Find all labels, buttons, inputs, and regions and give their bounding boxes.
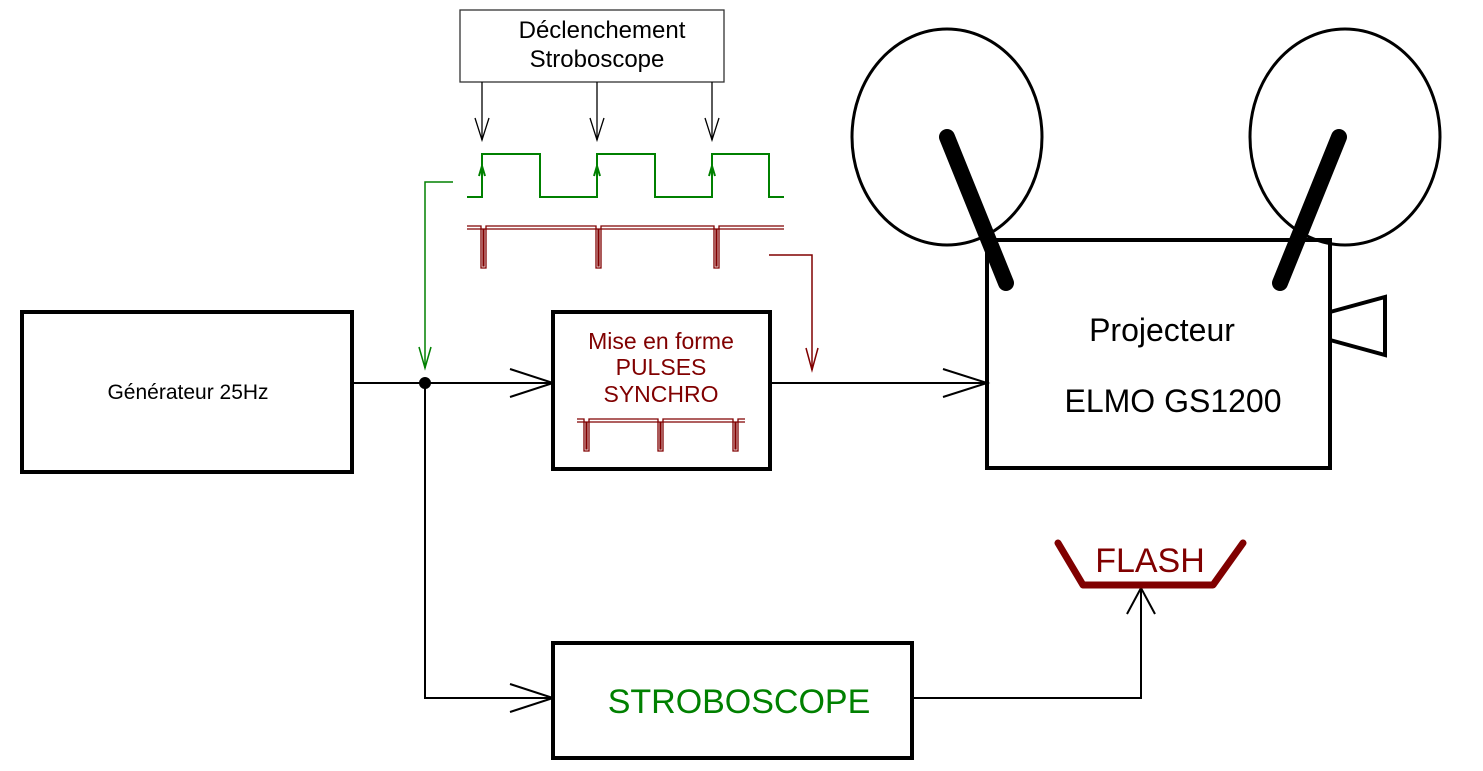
pulse-train-outer	[467, 225, 784, 269]
trigger-box	[459, 9, 725, 83]
stroboscope-block[interactable]: STROBOSCOPE	[551, 641, 914, 760]
projector-label-line1: Projecteur	[1089, 312, 1235, 348]
shaper-label-line1: Mise en forme	[588, 328, 734, 354]
square-wave-trace	[467, 153, 784, 198]
stroboscope-label: STROBOSCOPE	[608, 683, 871, 721]
generator-label: Générateur 25Hz	[107, 381, 268, 404]
shaper-pulse-icon	[577, 418, 745, 452]
green-feed-arrow	[418, 181, 453, 371]
trigger-arrows	[474, 82, 720, 143]
projector-reel-arm-left	[939, 129, 1014, 291]
trigger-arrow-2	[589, 82, 605, 143]
trigger-label-line2: Stroboscope	[530, 46, 665, 73]
trigger-arrow-3	[704, 82, 720, 143]
projector-reel-right	[1248, 27, 1442, 247]
projector-box	[985, 238, 1332, 470]
flash-block[interactable]: FLASH	[1054, 539, 1247, 589]
generator-to-shaper-arrow	[352, 368, 557, 398]
shaper-block[interactable]: Mise en forme PULSES SYNCHRO	[551, 310, 772, 471]
shaper-label-line2: PULSES	[616, 354, 707, 380]
stroboscope-box	[551, 641, 914, 760]
projector-reel-left	[850, 27, 1044, 247]
flash-reflector-icon	[1054, 539, 1247, 589]
trigger-block[interactable]: Déclenchement Stroboscope	[459, 9, 725, 83]
rising-edge-marker-3	[708, 162, 716, 177]
generator-block[interactable]: Générateur 25Hz	[20, 310, 354, 474]
junction-to-stroboscope-arrow	[424, 383, 557, 713]
pulse-feed-arrow	[769, 254, 819, 373]
projector-block[interactable]: Projecteur ELMO GS1200	[850, 27, 1442, 470]
projector-lens-icon	[1329, 294, 1387, 358]
pulse-train	[467, 225, 784, 269]
projector-label-line2: ELMO GS1200	[1065, 383, 1282, 419]
rising-edge-marker-2	[593, 162, 601, 177]
rising-edge-marker-1	[478, 162, 486, 177]
flash-label: FLASH	[1095, 542, 1205, 580]
trigger-arrow-1	[474, 82, 490, 143]
square-wave	[467, 153, 784, 198]
stroboscope-to-flash-arrow	[912, 585, 1156, 699]
shaper-to-projector-arrow	[770, 368, 991, 398]
pulse-train-inner	[467, 228, 784, 267]
trigger-label-line1: Déclenchement	[519, 17, 686, 44]
shaper-label-line3: SYNCHRO	[603, 381, 718, 407]
projector-reel-arm-right	[1272, 129, 1347, 291]
generator-box	[20, 310, 354, 474]
